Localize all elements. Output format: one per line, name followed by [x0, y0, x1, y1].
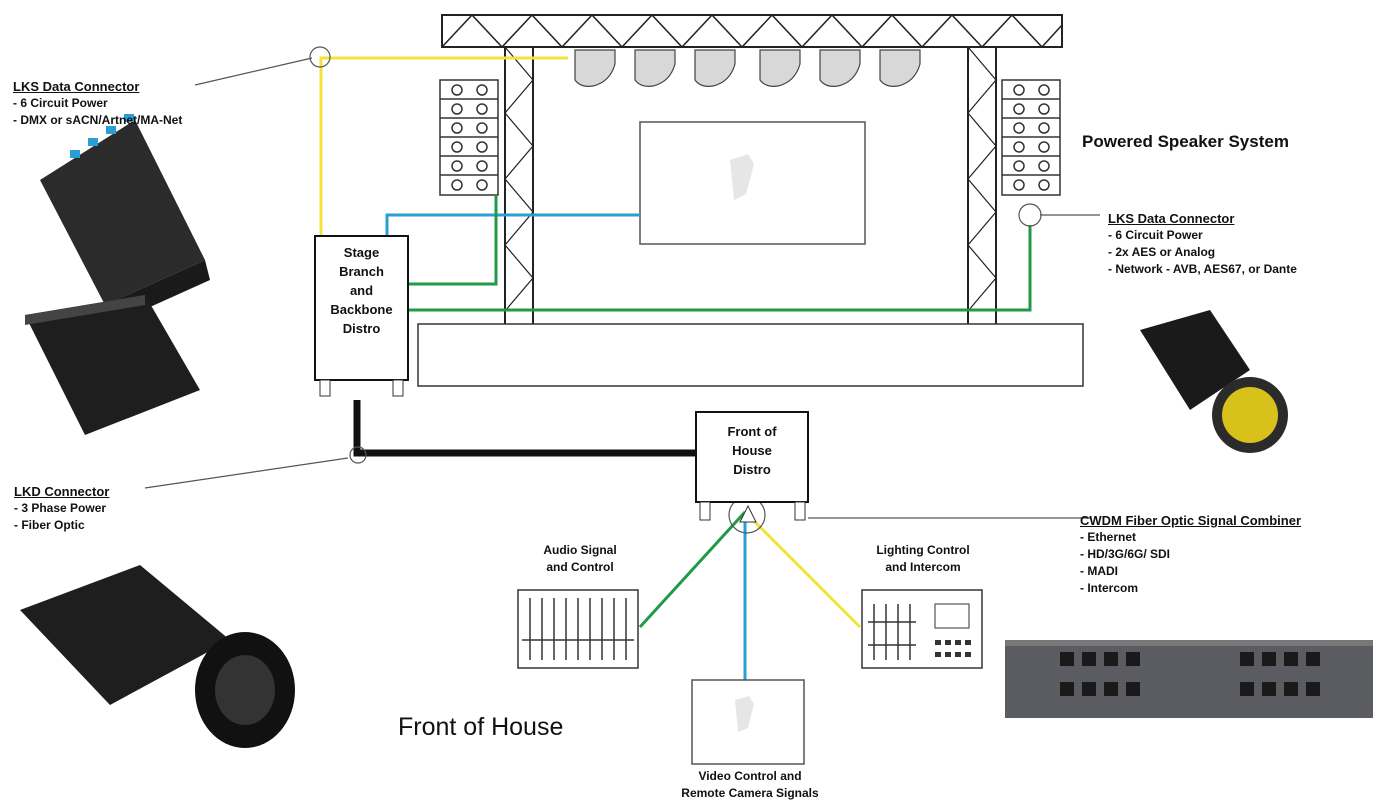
stage-distro-line: Branch — [339, 264, 384, 279]
lks-right-item: - 2x AES or Analog — [1108, 245, 1216, 259]
cwdm-label: CWDM Fiber Optic Signal Combiner - Ether… — [1080, 512, 1301, 597]
lks-left-item: - 6 Circuit Power — [13, 96, 108, 110]
front-of-house-title: Front of House — [398, 713, 564, 741]
audio-console — [517, 589, 639, 669]
cwdm-item: - Ethernet — [1080, 530, 1137, 544]
video-line: Remote Camera Signals — [681, 786, 819, 800]
lighting-label: Lighting Control and Intercom — [843, 542, 1003, 576]
foh-distro-line: Distro — [733, 462, 771, 477]
callout-lines — [144, 46, 1100, 534]
stage-distro-line: Distro — [342, 321, 381, 336]
cwdm-combiner-photo — [1005, 640, 1373, 718]
yellow-wire-lighting — [743, 510, 862, 629]
right-truss-tower — [967, 46, 997, 326]
lks-left-item: - DMX or sACN/Artnet/MA-Net — [13, 113, 183, 127]
video-line: Video Control and — [698, 769, 802, 783]
projection-screen — [639, 121, 866, 245]
lighting-line: and Intercom — [885, 560, 961, 574]
lkd-heading: LKD Connector — [14, 484, 110, 499]
cwdm-heading: CWDM Fiber Optic Signal Combiner — [1080, 513, 1302, 528]
video-monitor — [691, 679, 805, 765]
lks-right-item: - 6 Circuit Power — [1108, 228, 1203, 242]
stage-distro-line: Stage — [343, 245, 380, 260]
lks-left-heading: LKS Data Connector — [13, 79, 140, 94]
blue-wire-screen — [385, 213, 640, 237]
stage-distro-line: Backbone — [330, 302, 393, 317]
yellow-wire-stage — [319, 56, 568, 237]
stage-lights — [574, 49, 921, 87]
stage-distro-box — [314, 235, 409, 397]
top-truss — [441, 13, 1063, 49]
foh-distro-label: Front of House Distro — [696, 422, 808, 479]
left-truss-tower — [504, 46, 534, 326]
audio-label: Audio Signal and Control — [505, 542, 655, 576]
stage-distro-line: and — [349, 283, 374, 298]
lkd-item: - Fiber Optic — [14, 518, 85, 532]
audio-line: and Control — [546, 560, 614, 574]
left-speaker-stack — [439, 79, 499, 196]
distro-box-photo — [25, 295, 200, 435]
foh-distro-line: Front of — [727, 424, 777, 439]
cwdm-item: - HD/3G/6G/ SDI — [1080, 547, 1171, 561]
green-wire-right — [408, 225, 1032, 312]
right-speaker-stack — [1001, 79, 1061, 196]
lks-connector-photo-right — [1140, 310, 1288, 453]
audio-line: Audio Signal — [543, 543, 617, 557]
black-backbone-cable — [353, 400, 696, 457]
lks-left-label: LKS Data Connector - 6 Circuit Power - D… — [13, 78, 182, 129]
lighting-console — [861, 589, 983, 669]
foh-distro-box — [695, 411, 809, 523]
foh-distro-line: House — [732, 443, 772, 458]
powered-speaker-label: Powered Speaker System — [1082, 132, 1289, 151]
lkd-label: LKD Connector - 3 Phase Power - Fiber Op… — [14, 483, 109, 534]
stage-deck — [417, 323, 1084, 387]
lkd-connector-photo — [20, 565, 295, 748]
lks-right-item: - Network - AVB, AES67, or Dante — [1108, 262, 1297, 276]
cwdm-item: - MADI — [1080, 564, 1118, 578]
green-wire-audio — [638, 510, 747, 629]
lks-connector-photo-top — [40, 114, 210, 325]
lks-right-label: LKS Data Connector - 6 Circuit Power - 2… — [1108, 210, 1297, 278]
video-label: Video Control and Remote Camera Signals — [640, 768, 860, 802]
stage-distro-label: Stage Branch and Backbone Distro — [315, 243, 408, 338]
wires — [319, 56, 1032, 680]
green-wire-stage — [408, 195, 498, 286]
lighting-line: Lighting Control — [876, 543, 970, 557]
cwdm-item: - Intercom — [1080, 581, 1139, 595]
lks-right-heading: LKS Data Connector — [1108, 211, 1235, 226]
lkd-item: - 3 Phase Power — [14, 501, 107, 515]
